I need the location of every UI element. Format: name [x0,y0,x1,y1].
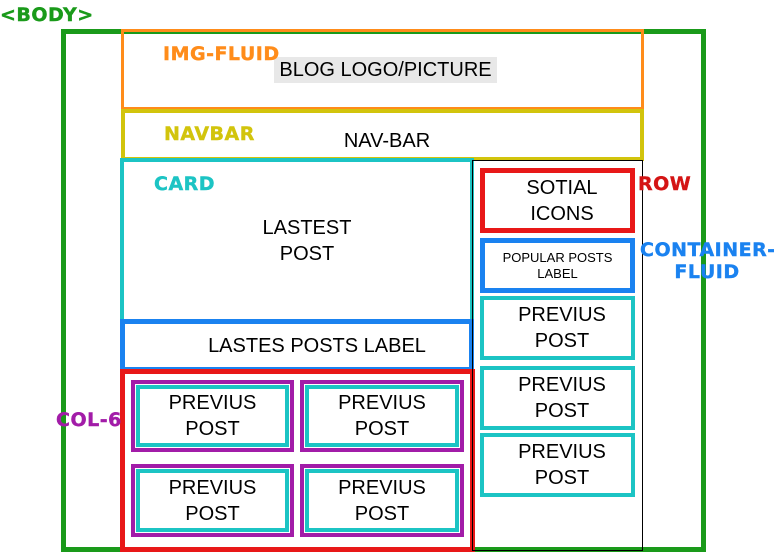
grid-post-text: PREVIUS POST [168,392,257,440]
tag-row: ROW [638,173,692,195]
tag-img-fluid: IMG-FLUID [163,43,280,65]
tag-col-6: COL-6 [56,409,122,431]
popular-posts-label: POPULAR POSTS LABEL [502,249,613,281]
grid-post-card [305,385,459,447]
latest-post-text: LASTEST POST [262,217,352,265]
sidebar-post-card [480,296,635,360]
latest-posts-label: LASTES POSTS LABEL [208,334,426,357]
sidebar-column [472,160,643,551]
social-icons-text: SOTIAL ICONS [526,176,598,225]
social-icons-box [480,168,635,233]
tag-navbar: NAVBAR [164,123,255,145]
tag-card: CARD [154,173,216,195]
logo-label: BLOG LOGO/PICTURE [274,57,497,83]
grid-post-text: PREVIUS POST [168,476,257,525]
grid-post-card [136,469,289,532]
grid-post-text: PREVIUS POST [338,392,426,440]
popular-posts-label-box [480,238,635,293]
navbar-label: NAV-BAR [343,129,431,152]
img-fluid-box [121,29,644,110]
sidebar-post-card [480,366,635,430]
col-6-box [131,464,294,537]
col-6-box [300,464,464,537]
tag-body: <BODY> [0,4,94,26]
grid-post-card [136,385,289,447]
col-6-box [300,380,464,452]
sidebar-post-card [480,433,635,497]
sidebar-post-text: PREVIUS POST [518,441,606,489]
tag-container-fluid: CONTAINER- FLUID [640,239,774,283]
grid-post-text: PREVIUS POST [338,476,426,525]
sidebar-post-text: PREVIUS POST [518,304,606,352]
sidebar-post-text: PREVIUS POST [518,374,606,422]
grid-post-card [305,469,459,532]
col-6-box [131,380,294,452]
